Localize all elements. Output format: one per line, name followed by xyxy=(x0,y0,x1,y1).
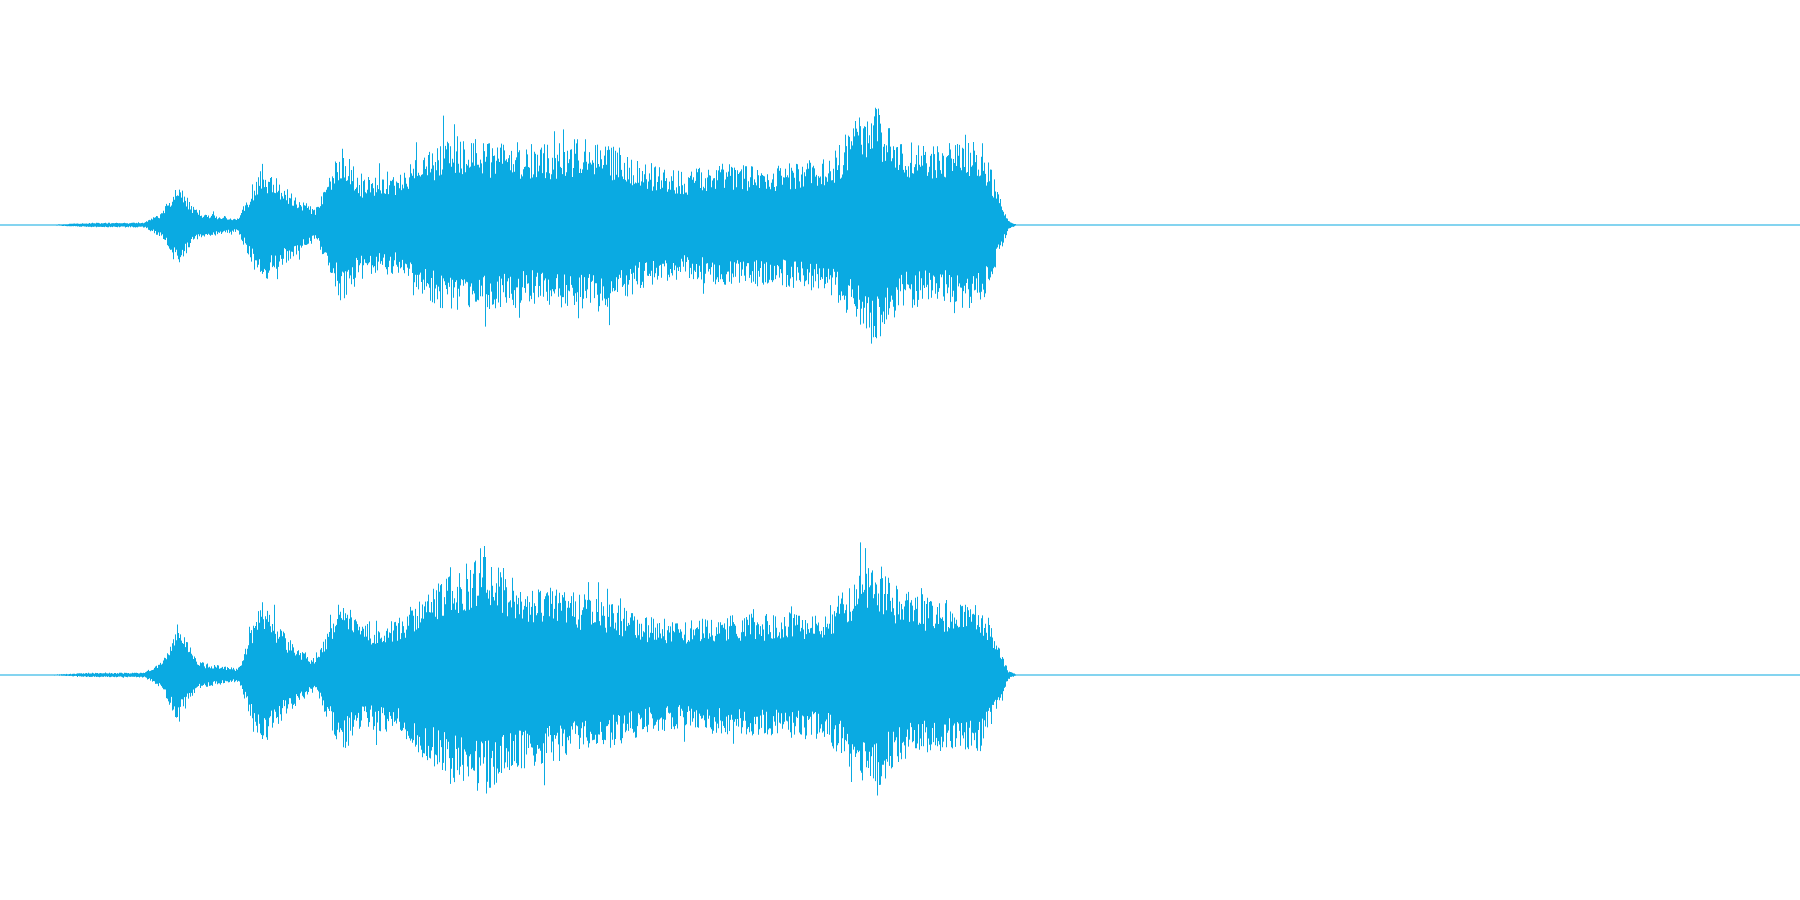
waveform-left-signal xyxy=(13,107,1017,344)
waveform-channel-left xyxy=(0,107,1800,344)
waveform-left-svg xyxy=(0,107,1800,344)
waveform-right-svg xyxy=(0,542,1800,796)
waveform-right-signal xyxy=(13,542,1017,796)
waveform-channel-right xyxy=(0,450,1800,900)
